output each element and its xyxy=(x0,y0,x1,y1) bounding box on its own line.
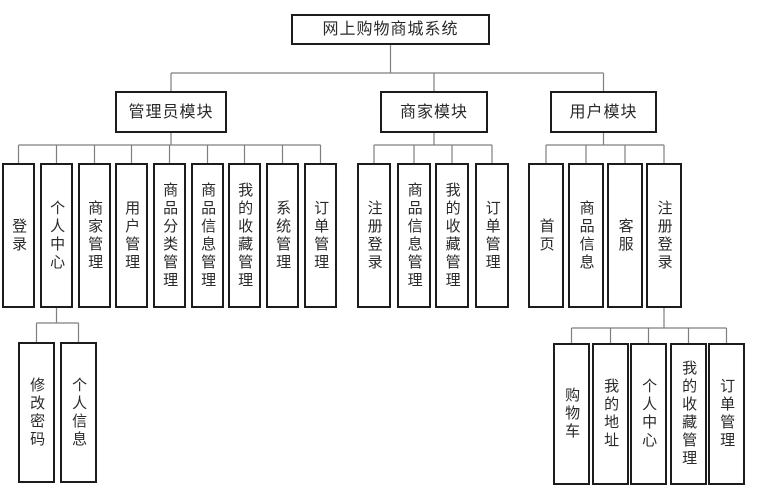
node-root-system: 网上购物商城系统 xyxy=(291,14,490,45)
admin-children-connector xyxy=(17,133,322,163)
node-merchant-favorites-mgmt: 我的收藏管理 xyxy=(435,163,469,308)
node-change-password: 修改密码 xyxy=(18,342,55,483)
node-user-home: 首页 xyxy=(528,163,564,308)
node-admin-personal-center: 个人中心 xyxy=(40,163,73,308)
register-login-children-connector xyxy=(570,308,728,343)
node-admin-module: 管理员模块 xyxy=(115,91,227,133)
node-admin-category-mgmt: 商品分类管理 xyxy=(153,163,186,308)
user-children-connector xyxy=(545,133,665,163)
node-admin-merchant-mgmt: 商家管理 xyxy=(78,163,111,308)
node-admin-user-mgmt: 用户管理 xyxy=(115,163,148,308)
node-admin-order-mgmt: 订单管理 xyxy=(304,163,337,308)
node-admin-login: 登录 xyxy=(2,163,35,308)
node-admin-system-mgmt: 系统管理 xyxy=(266,163,299,308)
node-my-address: 我的地址 xyxy=(592,343,629,485)
node-user-module: 用户模块 xyxy=(550,91,657,133)
node-user-customer-service: 客服 xyxy=(607,163,643,308)
node-rl-favorites-mgmt: 我的收藏管理 xyxy=(670,343,707,485)
node-admin-product-info-mgmt: 商品信息管理 xyxy=(191,163,224,308)
node-rl-personal-center: 个人中心 xyxy=(630,343,667,485)
node-merchant-order-mgmt: 订单管理 xyxy=(475,163,509,308)
node-shopping-cart: 购物车 xyxy=(553,343,590,485)
node-merchant-register-login: 注册登录 xyxy=(357,163,391,308)
node-user-product-info: 商品信息 xyxy=(568,163,604,308)
node-personal-info: 个人信息 xyxy=(60,342,97,483)
node-user-register-login: 注册登录 xyxy=(646,163,682,308)
merchant-children-connector xyxy=(373,133,493,163)
root-to-modules-connector xyxy=(170,45,605,91)
node-merchant-product-info-mgmt: 商品信息管理 xyxy=(397,163,431,308)
personal-center-children-connector xyxy=(35,308,80,342)
node-rl-order-mgmt: 订单管理 xyxy=(708,343,745,485)
node-admin-favorites-mgmt: 我的收藏管理 xyxy=(228,163,261,308)
node-merchant-module: 商家模块 xyxy=(380,91,488,133)
